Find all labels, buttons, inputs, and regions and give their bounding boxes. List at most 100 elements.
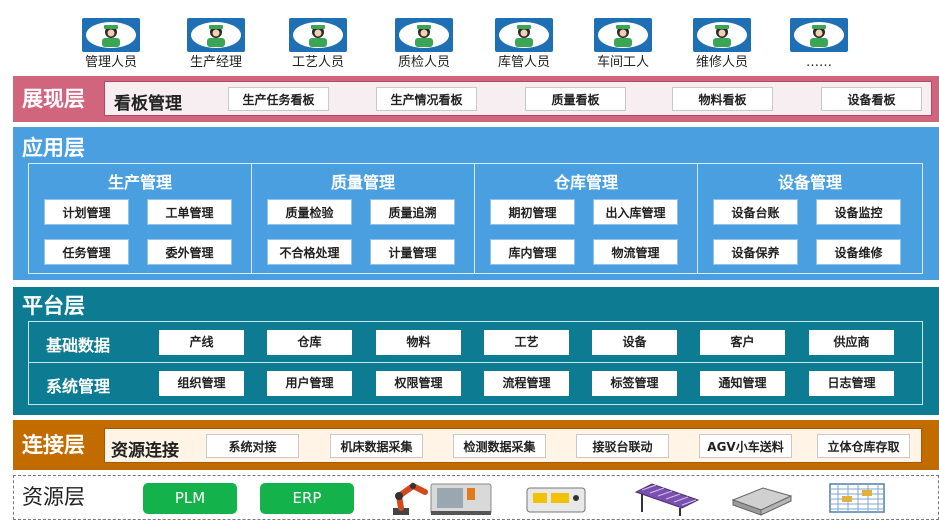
platform-module[interactable]: 物料: [376, 330, 461, 355]
role-item: 工艺人员: [273, 18, 363, 74]
role-label: ……: [806, 55, 832, 70]
platform-row: 系统管理 组织管理用户管理权限管理流程管理标签管理通知管理日志管理: [29, 363, 922, 404]
platform-module[interactable]: 设备: [592, 330, 677, 355]
role-label: 车间工人: [596, 55, 649, 70]
app-module[interactable]: 设备保养: [713, 239, 798, 265]
agv-cart-icon: [727, 478, 797, 522]
platform-layer-title: 平台层: [22, 294, 85, 318]
role-label: 管理人员: [84, 55, 137, 70]
worker-avatar-icon: [495, 18, 553, 52]
worker-avatar-icon: [289, 18, 347, 52]
app-group: 设备管理设备台账设备监控设备保养设备维修: [698, 164, 922, 273]
role-item: 管理人员: [66, 18, 156, 74]
app-group-title: 质量管理: [330, 173, 395, 192]
app-group: 仓库管理期初管理出入库管理库内管理物流管理: [475, 164, 698, 273]
role-item: 维修人员: [677, 18, 767, 74]
worker-avatar-icon: [82, 18, 140, 52]
platform-module[interactable]: 供应商: [809, 330, 894, 355]
app-module[interactable]: 质量追溯: [370, 199, 455, 225]
connection-item[interactable]: 系统对接: [206, 434, 299, 458]
resource-connection-band: 资源连接 系统对接 机床数据采集 检测数据采集 接驳台联动 AGV小车送料 立体仓库存取: [104, 428, 922, 463]
app-module[interactable]: 物流管理: [593, 239, 678, 265]
platform-module[interactable]: 通知管理: [700, 371, 785, 396]
app-group: 质量管理质量检验质量追溯不合格处理计量管理: [252, 164, 475, 273]
platform-module[interactable]: 仓库: [267, 330, 352, 355]
app-group-title: 仓库管理: [553, 173, 618, 192]
app-module[interactable]: 设备台账: [713, 199, 798, 225]
app-group-title: 生产管理: [107, 173, 172, 192]
platform-module[interactable]: 工艺: [484, 330, 569, 355]
worker-avatar-icon: [790, 18, 848, 52]
role-item: 生产经理: [171, 18, 261, 74]
app-module[interactable]: 库内管理: [490, 239, 575, 265]
dashboard-item[interactable]: 生产任务看板: [228, 87, 329, 111]
app-module[interactable]: 质量检验: [267, 199, 352, 225]
platform-row-title: 基础数据: [46, 336, 111, 355]
platform-module[interactable]: 流程管理: [484, 371, 569, 396]
worker-avatar-icon: [395, 18, 453, 52]
system-pill[interactable]: PLM: [143, 483, 237, 514]
platform-module[interactable]: 客户: [700, 330, 785, 355]
worker-avatar-icon: [187, 18, 245, 52]
connection-item[interactable]: AGV小车送料: [699, 434, 792, 458]
connection-layer-title: 连接层: [22, 433, 85, 457]
app-group-title: 设备管理: [777, 173, 842, 192]
app-module[interactable]: 不合格处理: [267, 239, 352, 265]
platform-module[interactable]: 标签管理: [592, 371, 677, 396]
application-modules: 生产管理计划管理工单管理任务管理委外管理质量管理质量检验质量追溯不合格处理计量管…: [28, 163, 923, 274]
dashboard-item[interactable]: 物料看板: [672, 87, 773, 111]
app-group: 生产管理计划管理工单管理任务管理委外管理: [29, 164, 252, 273]
connection-layer: 连接层 资源连接 系统对接 机床数据采集 检测数据采集 接驳台联动 AGV小车送料 立体仓…: [13, 420, 939, 470]
app-module[interactable]: 期初管理: [490, 199, 575, 225]
resource-layer-title: 资源层: [22, 485, 85, 509]
presentation-layer-title: 展现层: [22, 87, 85, 111]
role-item: ……: [774, 18, 864, 74]
application-layer: 应用层 生产管理计划管理工单管理任务管理委外管理质量管理质量检验质量追溯不合格处…: [13, 127, 939, 280]
role-item: 质检人员: [379, 18, 469, 74]
dashboard-management-band: 看板管理 生产任务看板 生产情况看板 质量看板 物料看板 设备看板: [104, 81, 932, 116]
robot-arm-icon: [379, 478, 449, 522]
connection-item[interactable]: 立体仓库存取: [817, 434, 910, 458]
worker-avatar-icon: [594, 18, 652, 52]
role-label: 质检人员: [397, 55, 450, 70]
roles-row: 管理人员 生产经理 工艺人员 质检人员 库管人员 车间工人 维修人员 ……: [0, 0, 939, 76]
worker-avatar-icon: [693, 18, 751, 52]
platform-row: 基础数据 产线仓库物料工艺设备客户供应商: [29, 322, 922, 363]
platform-module[interactable]: 用户管理: [267, 371, 352, 396]
connection-item[interactable]: 接驳台联动: [576, 434, 669, 458]
conveyor-icon: [632, 478, 702, 522]
dashboard-management-title: 看板管理: [114, 94, 182, 114]
app-module[interactable]: 设备维修: [816, 239, 901, 265]
app-module[interactable]: 计量管理: [370, 239, 455, 265]
platform-row-title: 系统管理: [46, 377, 111, 396]
role-item: 库管人员: [479, 18, 569, 74]
app-module[interactable]: 出入库管理: [593, 199, 678, 225]
connection-item[interactable]: 检测数据采集: [453, 434, 546, 458]
resource-connection-title: 资源连接: [111, 441, 179, 461]
presentation-layer: 展现层 看板管理 生产任务看板 生产情况看板 质量看板 物料看板 设备看板: [13, 76, 939, 122]
app-module[interactable]: 设备监控: [816, 199, 901, 225]
application-layer-title: 应用层: [22, 136, 85, 160]
connection-item[interactable]: 机床数据采集: [330, 434, 423, 458]
cnc-machine-icon: [427, 478, 497, 522]
role-label: 工艺人员: [291, 55, 344, 70]
app-module[interactable]: 委外管理: [147, 239, 232, 265]
stereo-warehouse-icon: [822, 478, 892, 522]
platform-module[interactable]: 组织管理: [159, 371, 244, 396]
app-module[interactable]: 任务管理: [44, 239, 129, 265]
dashboard-item[interactable]: 生产情况看板: [376, 87, 477, 111]
app-module[interactable]: 工单管理: [147, 199, 232, 225]
platform-module[interactable]: 日志管理: [809, 371, 894, 396]
dashboard-item[interactable]: 质量看板: [525, 87, 626, 111]
platform-modules: 基础数据 产线仓库物料工艺设备客户供应商系统管理 组织管理用户管理权限管理流程管理标…: [28, 321, 923, 405]
role-label: 维修人员: [695, 55, 748, 70]
app-module[interactable]: 计划管理: [44, 199, 129, 225]
role-label: 库管人员: [497, 55, 550, 70]
inspection-device-icon: [521, 478, 591, 522]
role-label: 生产经理: [189, 55, 242, 70]
resource-layer: 资源层 PLM ERP: [13, 475, 939, 520]
dashboard-item[interactable]: 设备看板: [821, 87, 922, 111]
system-pill[interactable]: ERP: [260, 483, 354, 514]
platform-module[interactable]: 产线: [159, 330, 244, 355]
platform-module[interactable]: 权限管理: [376, 371, 461, 396]
